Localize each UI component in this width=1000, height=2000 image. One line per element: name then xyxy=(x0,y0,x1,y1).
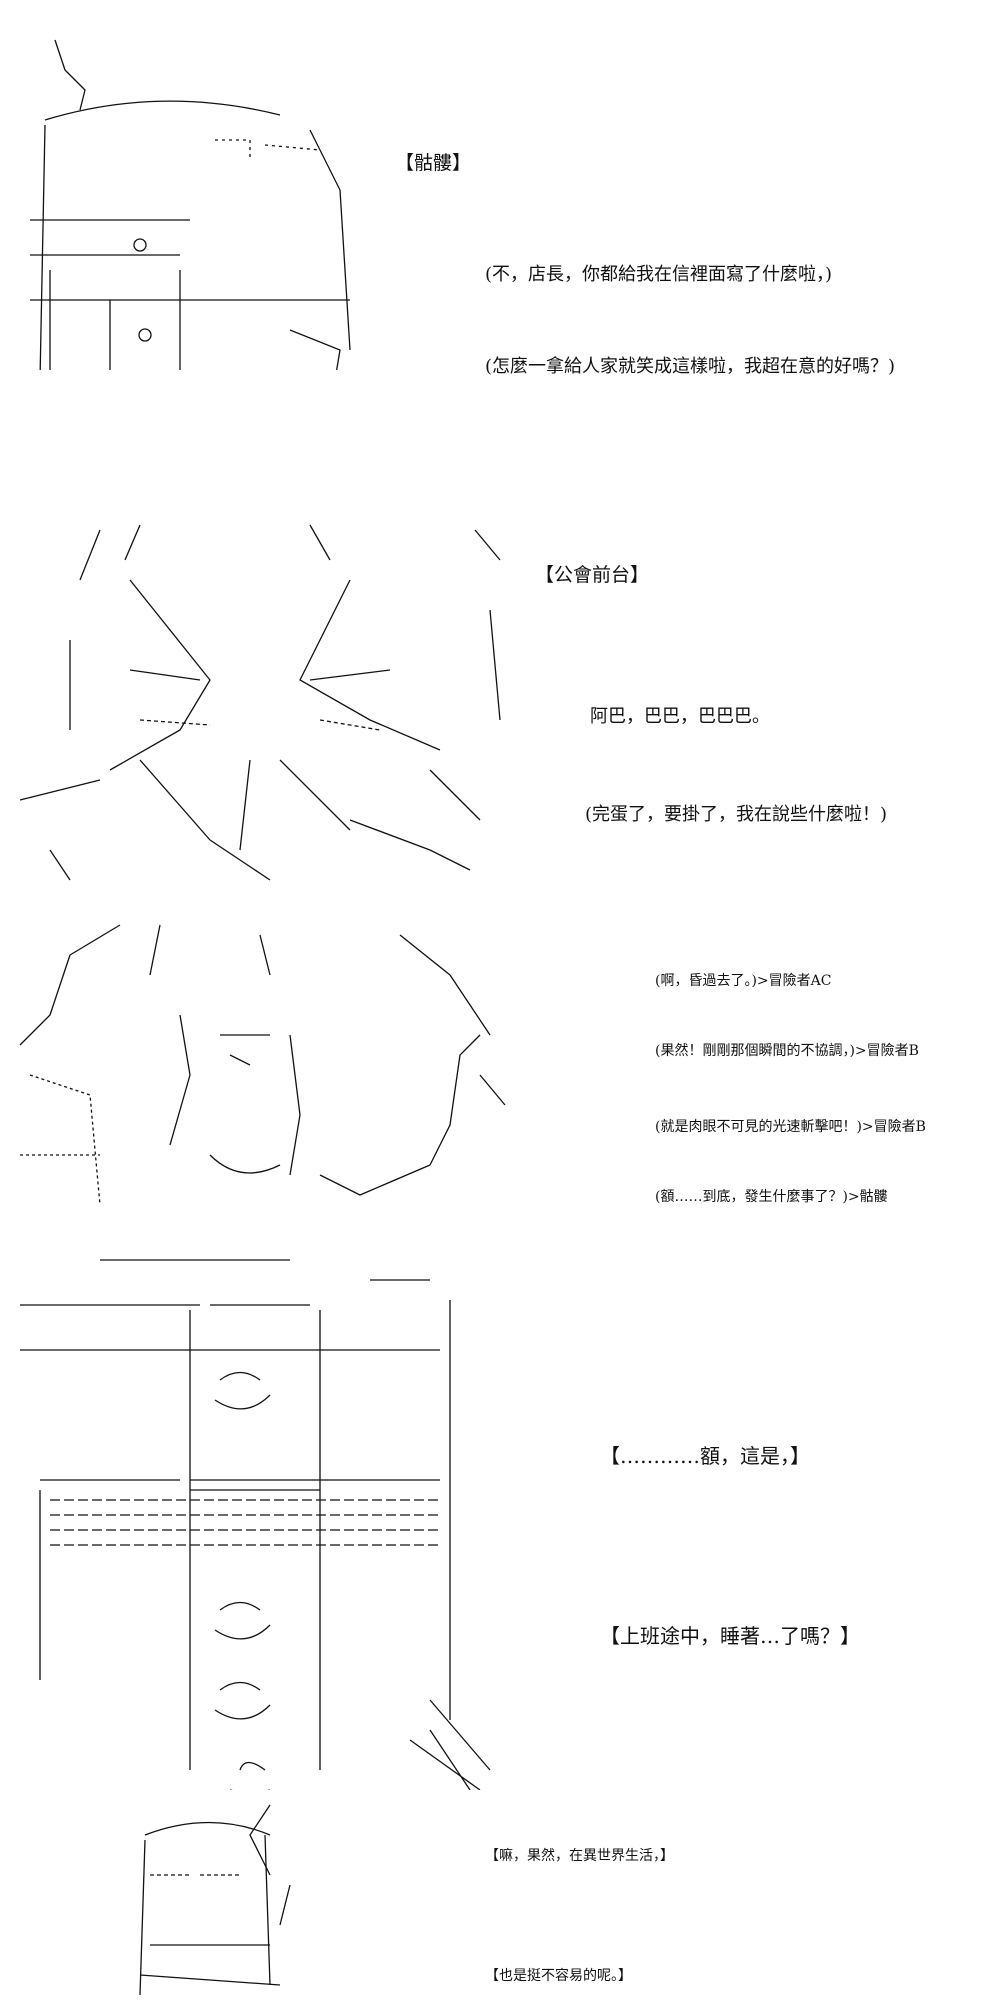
dialogue-line: (完蛋了，要掛了，我在說些什麼啦！) xyxy=(585,804,888,825)
dialogue-line: 【…………額，這是，】 xyxy=(600,1444,810,1468)
dialogue-line: 【上班途中，睡著…了嗎？】 xyxy=(600,1624,860,1648)
fainted-receptionist-ascii-art xyxy=(10,915,520,1215)
skeleton-small-ascii-art xyxy=(130,1795,330,1995)
dialogue-line: (就是肉眼不可見的光速斬擊吧！)>冒險者B xyxy=(655,1119,926,1135)
dialogue-line: 阿巴，巴巴，巴巴巴。 xyxy=(590,706,770,727)
dialogue-line: (怎麼一拿給人家就笑成這樣啦，我超在意的好嗎？) xyxy=(485,356,896,377)
dialogue-line: 【嘛，果然，在異世界生活，】 xyxy=(485,1848,674,1864)
dialogue-line: (果然！剛剛那個瞬間的不協調，)>冒險者B xyxy=(655,1043,919,1059)
dialogue-line: (啊，昏過去了。)>冒險者AC xyxy=(655,973,832,989)
panel-3: (啊，昏過去了。)>冒險者AC (果然！剛剛那個瞬間的不協調，)>冒險者B (就… xyxy=(0,900,1000,1240)
speaker-name: 【公會前台】 xyxy=(535,564,650,586)
dialogue-line: (不，店長，你都給我在信裡面寫了什麼啦，) xyxy=(485,264,833,285)
panel-4: 【…………額，這是，】 【上班途中，睡著…了嗎？】 xyxy=(0,1240,1000,1790)
guild-receptionist-ascii-art xyxy=(10,520,510,890)
dialogue-line: (額……到底，發生什麼事了？)>骷髏 xyxy=(655,1189,888,1205)
speaker-name: 【骷髏】 xyxy=(395,152,472,174)
panel-2: 【公會前台】 阿巴，巴巴，巴巴巴。 (完蛋了，要掛了，我在說些什麼啦！) xyxy=(0,390,1000,900)
panel-1: 【骷髏】 (不，店長，你都給我在信裡面寫了什麼啦，) (怎麼一拿給人家就笑成這樣… xyxy=(0,0,1000,390)
skeleton-helmet-ascii-art xyxy=(10,30,380,370)
dialogue-line: 【也是挺不容易的呢。】 xyxy=(485,1968,632,1984)
office-corridor-ascii-art xyxy=(20,1250,530,1790)
panel-5: 【嘛，果然，在異世界生活，】 【也是挺不容易的呢。】 xyxy=(0,1785,1000,2000)
